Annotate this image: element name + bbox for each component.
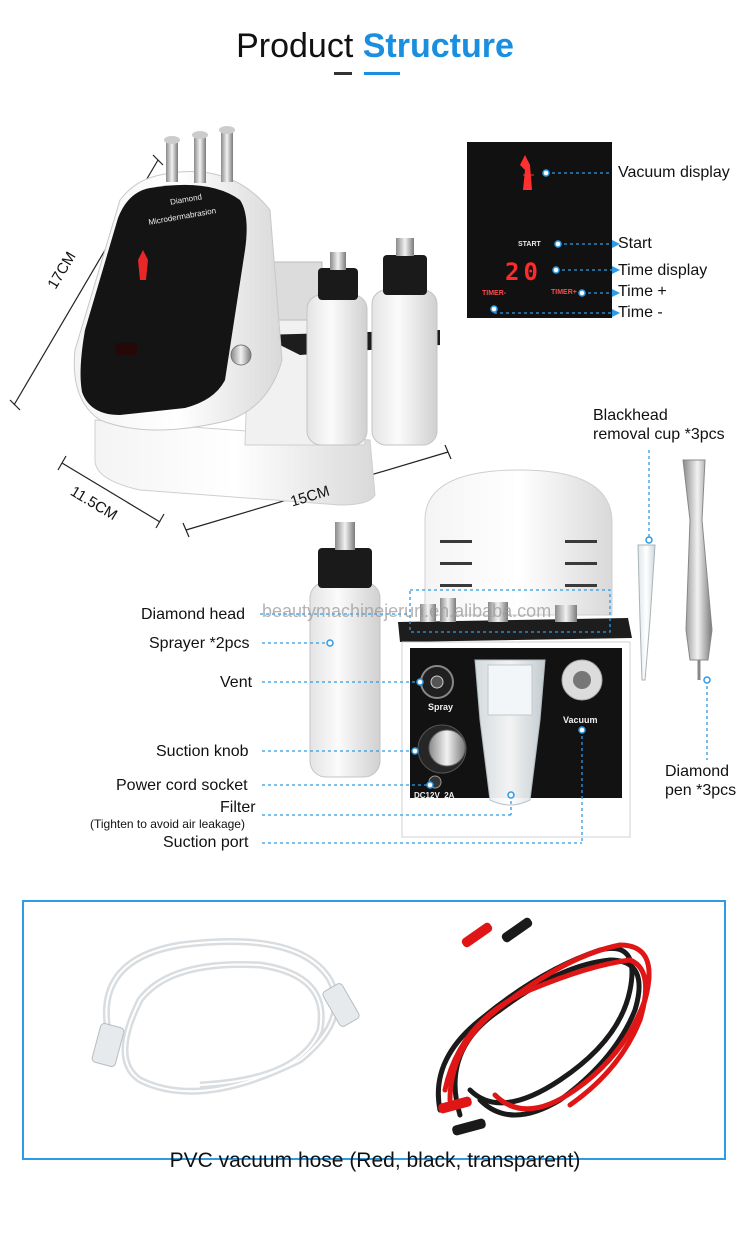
panel-power-text: DC12V 2A — [414, 791, 455, 800]
panel-time-digits: 20 — [505, 258, 542, 286]
part-leaders — [260, 450, 708, 844]
control-panel-closeup — [467, 142, 612, 318]
label-diamond-pen-line1: Diamond — [665, 763, 730, 780]
diamond-head-highlight — [409, 589, 611, 633]
label-blackhead-cup-line2: removal cup *3pcs — [593, 426, 725, 443]
accessories-frame — [22, 900, 726, 1160]
title-word-product: Product — [236, 27, 354, 65]
label-time-display: Time display — [618, 262, 708, 279]
panel-timer-minus-text: TIMER- — [482, 290, 507, 297]
label-vent: Vent — [220, 674, 253, 691]
accessories-caption: PVC vacuum hose (Red, black, transparent… — [169, 1149, 581, 1172]
label-power-cord-socket: Power cord socket — [116, 777, 248, 794]
red-black-hose-image — [435, 917, 652, 1136]
label-time-minus: Time - — [618, 304, 663, 321]
label-vacuum-display: Vacuum display — [618, 164, 730, 181]
panel-timer-plus-text: TIMER+ — [551, 289, 577, 296]
watermark-text: beautymachinejerun.en.alibaba.com — [262, 601, 552, 621]
page-title: Product Structure — [0, 26, 750, 66]
panel-start-text: START — [518, 241, 541, 248]
label-time-plus: Time + — [618, 283, 667, 300]
label-start: Start — [618, 235, 652, 252]
label-diamond-head: Diamond head — [141, 606, 246, 623]
label-blackhead-cup-line1: Blackhead — [593, 407, 668, 424]
title-word-structure: Structure — [362, 27, 514, 65]
label-filter-note: (Tighten to avoid air leakage) — [90, 817, 245, 831]
label-suction-port: Suction port — [163, 834, 249, 851]
label-filter: Filter — [220, 799, 256, 816]
label-sprayer: Sprayer *2pcs — [149, 635, 250, 652]
display-leaders — [494, 172, 612, 314]
panel-vacuum-text: Vacuum — [563, 715, 598, 725]
device-top-image — [73, 126, 440, 506]
panel-spray-text: Spray — [428, 702, 454, 712]
title-underline-dark — [334, 72, 352, 75]
display-leader-dots — [490, 169, 586, 313]
part-leader-dots — [326, 536, 711, 799]
title-underline-accent — [364, 72, 400, 75]
device-bottom-image — [309, 459, 713, 838]
clear-hose-image — [91, 938, 360, 1095]
label-suction-knob: Suction knob — [156, 743, 249, 760]
label-diamond-pen-line2: pen *3pcs — [665, 782, 737, 799]
